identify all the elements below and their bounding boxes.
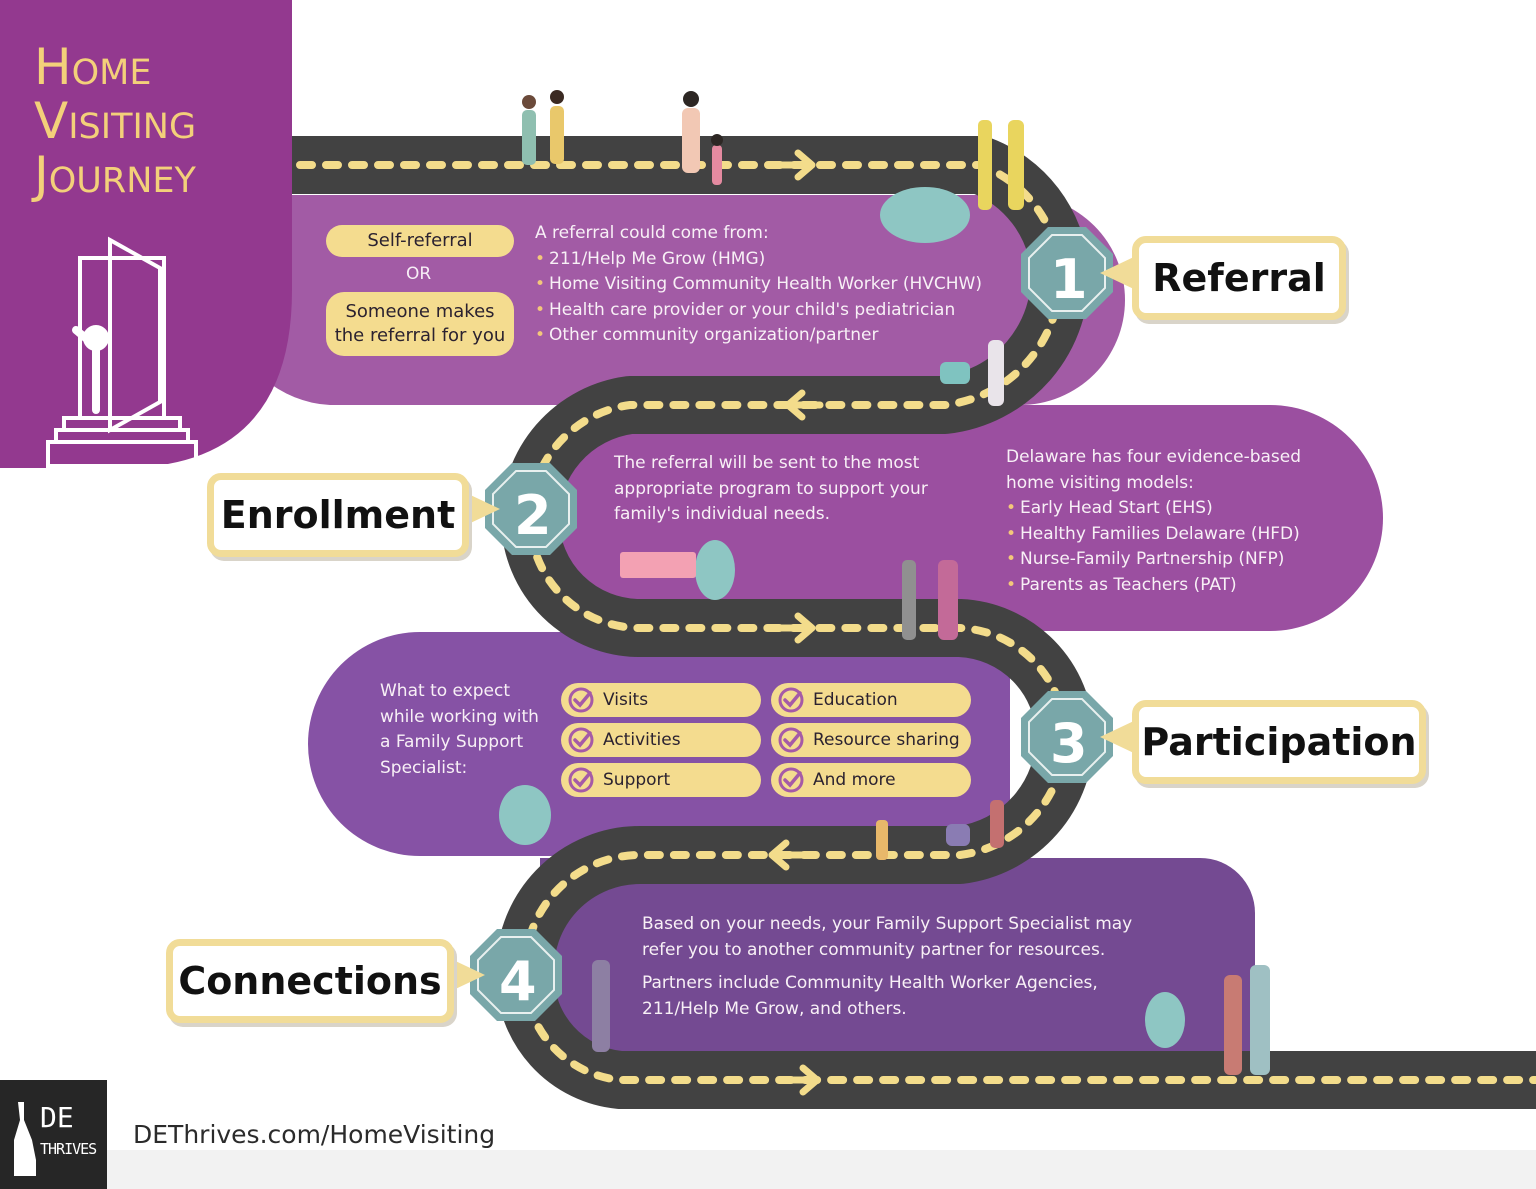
step-number: 1 — [1050, 248, 1088, 311]
text-line: family's individual needs. — [614, 504, 831, 524]
de-thrives-logo: DE THRIVES — [0, 1080, 107, 1189]
step-label-connections: Connections — [166, 939, 454, 1023]
list-item: Nurse-Family Partnership (NFP) — [1006, 547, 1301, 573]
checklist-label: Support — [603, 770, 671, 790]
step-marker-2 — [485, 463, 577, 555]
list-item: Early Head Start (EHS) — [1006, 496, 1301, 522]
checkmark-icon — [568, 687, 594, 713]
text-line: while working with — [380, 706, 539, 727]
checklist-label: Resource sharing — [813, 730, 960, 750]
text-line: Partners include Community Health Worker… — [642, 973, 1098, 993]
checklist-label: Activities — [603, 730, 681, 750]
checklist-item: And more — [771, 763, 971, 797]
list-item: Home Visiting Community Health Worker (H… — [535, 272, 982, 298]
title-line: Journey — [34, 146, 196, 204]
checklist-item: Activities — [561, 723, 761, 757]
people-figures — [522, 90, 1270, 1075]
bush-icon — [499, 187, 1185, 1048]
list-item: 211/Help Me Grow (HMG) — [535, 247, 982, 273]
step-marker-1 — [1021, 227, 1113, 319]
text-line: What to expect — [380, 681, 511, 701]
delaware-state-icon — [14, 1102, 36, 1176]
step-marker-3 — [1021, 691, 1113, 783]
connections-description: Based on your needs, your Family Support… — [642, 912, 1132, 1022]
referral-source-list: 211/Help Me Grow (HMG) Home Visiting Com… — [535, 247, 982, 349]
checkmark-icon — [568, 727, 594, 753]
enrollment-description: The referral will be sent to the most ap… — [614, 451, 928, 528]
checklist-item: Resource sharing — [771, 723, 971, 757]
text-line: appropriate program to support your — [614, 478, 928, 499]
road-center-dashes — [296, 161, 1536, 1084]
door-icon — [46, 236, 198, 468]
callout-pointer — [1100, 719, 1138, 755]
title-line: Home — [34, 38, 152, 96]
text-line: 211/Help Me Grow, and others. — [642, 998, 907, 1019]
step-label-enrollment: Enrollment — [207, 473, 469, 557]
logo-text-thrives: THRIVES — [40, 1140, 97, 1158]
pill-line: Someone makes — [345, 301, 495, 322]
step-label-participation: Participation — [1132, 700, 1426, 784]
callout-pointer — [1100, 255, 1138, 291]
referral-sources: A referral could come from: 211/Help Me … — [535, 221, 982, 349]
arrow-left-icon — [768, 839, 809, 871]
checklist-label: And more — [813, 770, 896, 790]
arrow-left-icon — [784, 389, 824, 421]
text-line: a Family Support — [380, 732, 524, 752]
text-line: Delaware has four evidence-based — [1006, 447, 1302, 467]
checkmark-icon — [778, 687, 804, 713]
page-title: Home Visiting Journey — [34, 40, 196, 202]
checklist-label: Education — [813, 690, 898, 710]
checklist-item: Support — [561, 763, 761, 797]
or-separator: OR — [406, 264, 432, 284]
step-marker-4 — [470, 929, 562, 1021]
logo-text-de: DE — [40, 1101, 74, 1134]
text-line: refer you to another community partner f… — [642, 939, 1106, 960]
participation-intro: What to expect while working with a Fami… — [380, 679, 539, 781]
list-item: Healthy Families Delaware (HFD) — [1006, 522, 1301, 548]
callout-pointer — [447, 957, 485, 993]
participation-checklist: Visits Education Activities Resource sha… — [561, 683, 973, 797]
step-label-referral: Referral — [1132, 236, 1346, 320]
list-item: Health care provider or your child's ped… — [535, 298, 982, 324]
list-item: Parents as Teachers (PAT) — [1006, 573, 1301, 599]
pill-line: the referral for you — [334, 325, 506, 346]
step-number: 4 — [499, 950, 537, 1013]
model-list: Early Head Start (EHS) Healthy Families … — [1006, 496, 1301, 598]
checkmark-icon — [568, 767, 594, 793]
arrow-right-icon — [781, 1064, 821, 1096]
text-line: home visiting models: — [1006, 472, 1194, 493]
list-item: Other community organization/partner — [535, 323, 982, 349]
arrow-right-icon — [776, 149, 816, 181]
text-line: The referral will be sent to the most — [614, 453, 920, 473]
step-number: 3 — [1050, 712, 1088, 775]
referral-intro: A referral could come from: — [535, 223, 769, 243]
text-line: Based on your needs, your Family Support… — [642, 914, 1133, 934]
self-referral-pill: Self-referral — [326, 225, 514, 257]
checklist-item: Education — [771, 683, 971, 717]
checklist-label: Visits — [603, 690, 649, 710]
band-connections — [540, 858, 1255, 1052]
step-number: 2 — [514, 484, 552, 547]
text-line: Specialist: — [380, 757, 468, 778]
home-visiting-models: Delaware has four evidence-based home vi… — [1006, 445, 1301, 598]
checkmark-icon — [778, 727, 804, 753]
checklist-item: Visits — [561, 683, 761, 717]
arrow-right-icon — [776, 612, 816, 644]
callout-pointer — [462, 491, 500, 527]
title-line: Visiting — [34, 92, 197, 150]
someone-refers-pill: Someone makes the referral for you — [326, 292, 514, 356]
checkmark-icon — [778, 767, 804, 793]
website-link[interactable]: DEThrives.com/HomeVisiting — [133, 1120, 496, 1149]
title-panel — [0, 0, 292, 468]
